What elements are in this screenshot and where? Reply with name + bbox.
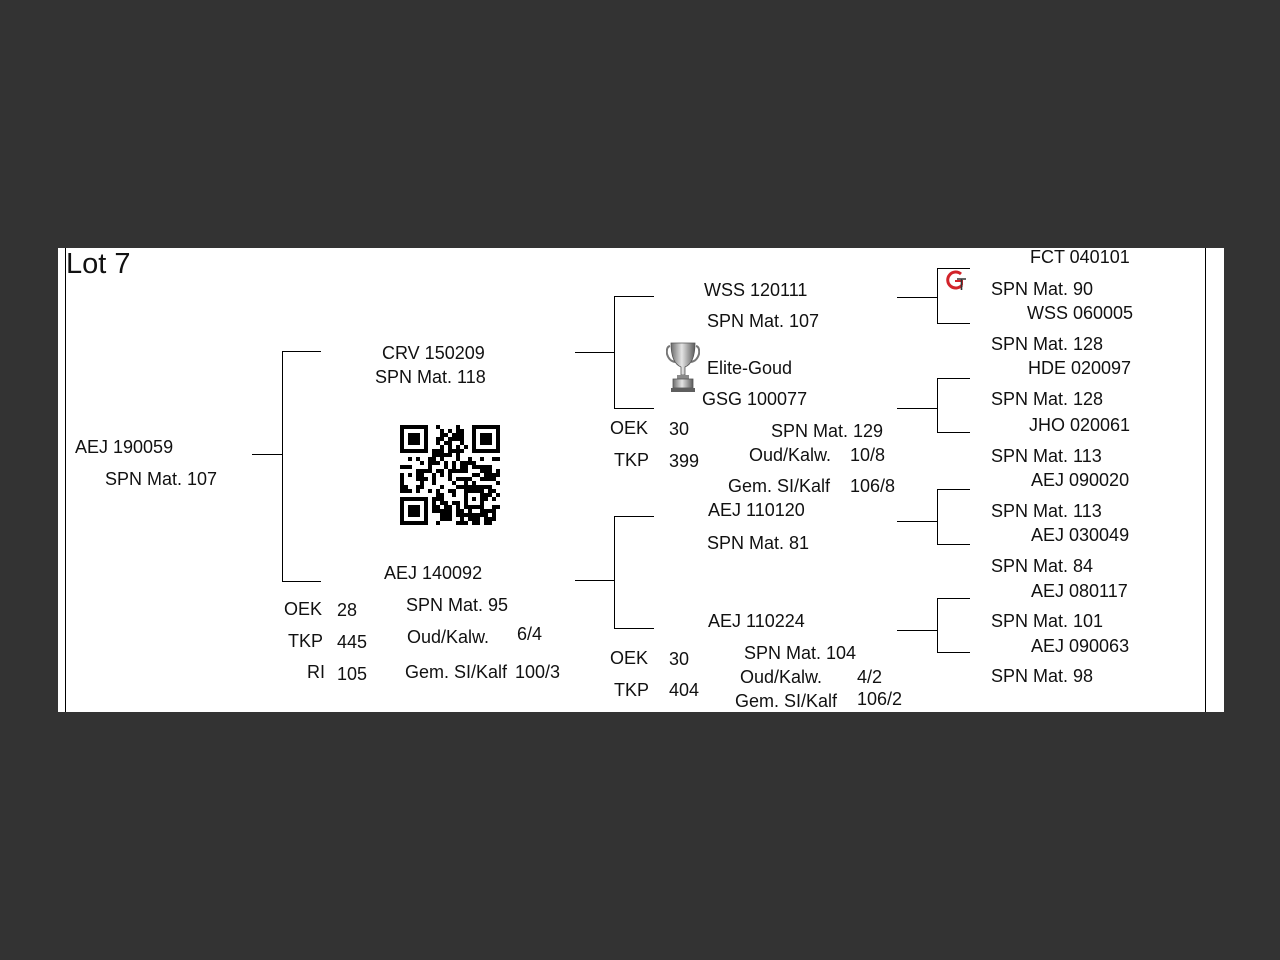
ggp-id: HDE 020097 bbox=[1028, 358, 1132, 378]
dam-ri-label: RI bbox=[307, 662, 325, 682]
ggp-spn: SPN Mat. 84 bbox=[991, 556, 1094, 576]
connector-line bbox=[897, 521, 938, 522]
ggp-spn: SPN Mat. 113 bbox=[991, 501, 1102, 521]
dam-spn: SPN Mat. 95 bbox=[406, 595, 509, 615]
connector-line bbox=[937, 489, 970, 490]
connector-line bbox=[897, 630, 938, 631]
connector-line bbox=[282, 351, 321, 352]
connector-line bbox=[897, 297, 938, 298]
connector-line bbox=[614, 296, 615, 408]
ggp-id: JHO 020061 bbox=[1029, 415, 1131, 435]
connector-line bbox=[937, 652, 970, 653]
sd-spn: SPN Mat. 129 bbox=[771, 421, 884, 441]
animal-spn: SPN Mat. 107 bbox=[105, 469, 218, 489]
connector-line bbox=[614, 296, 654, 297]
ggp-spn: SPN Mat. 128 bbox=[991, 334, 1104, 354]
dd-oud-value: 4/2 bbox=[857, 667, 883, 687]
lot-title: Lot 7 bbox=[66, 248, 131, 280]
sd-gem-label: Gem. SI/Kalf bbox=[728, 476, 831, 496]
dam-oud-value: 6/4 bbox=[517, 624, 543, 644]
dam-ri-value: 105 bbox=[337, 664, 368, 684]
dd-tkp-value: 404 bbox=[669, 680, 700, 700]
sheet-left-border bbox=[65, 248, 66, 712]
dd-spn: SPN Mat. 104 bbox=[744, 643, 857, 663]
dam-gem-value: 100/3 bbox=[515, 662, 561, 682]
connector-line bbox=[937, 268, 938, 324]
connector-line bbox=[614, 408, 654, 409]
connector-line bbox=[937, 323, 970, 324]
dd-gem-label: Gem. SI/Kalf bbox=[735, 691, 838, 711]
sd-id: GSG 100077 bbox=[702, 389, 808, 409]
dam-id: AEJ 140092 bbox=[384, 563, 483, 583]
dd-oud-label: Oud/Kalw. bbox=[740, 667, 823, 687]
connector-line bbox=[937, 598, 970, 599]
dd-oek-value: 30 bbox=[669, 649, 690, 669]
trophy-icon bbox=[666, 342, 700, 392]
ds-spn: SPN Mat. 81 bbox=[707, 533, 810, 553]
dam-tkp-value: 445 bbox=[337, 632, 368, 652]
sire-id: CRV 150209 bbox=[382, 343, 485, 363]
connector-line bbox=[614, 516, 654, 517]
connector-line bbox=[575, 580, 615, 581]
ggp-id: AEJ 080117 bbox=[1031, 581, 1128, 601]
sd-oek-label: OEK bbox=[610, 418, 649, 438]
animal-id: AEJ 190059 bbox=[75, 437, 174, 457]
sd-tkp-value: 399 bbox=[669, 451, 700, 471]
connector-line bbox=[937, 432, 970, 433]
dam-oek-label: OEK bbox=[284, 599, 323, 619]
sd-badge: Elite-Goud bbox=[707, 358, 793, 378]
ggp-id: AEJ 030049 bbox=[1031, 525, 1130, 545]
connector-line bbox=[937, 378, 970, 379]
connector-line bbox=[937, 544, 970, 545]
ds-id: AEJ 110120 bbox=[708, 500, 805, 520]
ggp-id: AEJ 090020 bbox=[1031, 470, 1130, 490]
ss-spn: SPN Mat. 107 bbox=[707, 311, 820, 331]
ggp-spn: SPN Mat. 113 bbox=[991, 446, 1102, 466]
sd-gem-value: 106/8 bbox=[850, 476, 896, 496]
sd-oud-label: Oud/Kalw. bbox=[749, 445, 832, 465]
dam-oud-label: Oud/Kalw. bbox=[407, 627, 490, 647]
connector-line bbox=[614, 516, 615, 628]
connector-line bbox=[937, 378, 938, 433]
sire-spn: SPN Mat. 118 bbox=[375, 367, 486, 387]
sd-oud-value: 10/8 bbox=[850, 445, 886, 465]
ggp-spn: SPN Mat. 101 bbox=[991, 611, 1104, 631]
ggp-spn: SPN Mat. 98 bbox=[991, 666, 1094, 686]
qr-code-icon bbox=[400, 425, 500, 525]
ggp-id: WSS 060005 bbox=[1027, 303, 1134, 323]
ggp-spn: SPN Mat. 90 bbox=[991, 279, 1094, 299]
connector-line bbox=[282, 581, 321, 582]
connector-line bbox=[614, 628, 654, 629]
connector-line bbox=[937, 489, 938, 545]
connector-line bbox=[937, 268, 970, 269]
dd-tkp-label: TKP bbox=[614, 680, 650, 700]
dd-id: AEJ 110224 bbox=[708, 611, 805, 631]
connector-line bbox=[282, 351, 283, 581]
sd-tkp-label: TKP bbox=[614, 450, 650, 470]
connector-line bbox=[575, 352, 615, 353]
connector-line bbox=[252, 454, 283, 455]
dd-gem-value: 106/2 bbox=[857, 689, 903, 709]
gt-logo-icon bbox=[946, 270, 966, 290]
dam-oek-value: 28 bbox=[337, 600, 358, 620]
dam-gem-label: Gem. SI/Kalf bbox=[405, 662, 508, 682]
dd-oek-label: OEK bbox=[610, 648, 649, 668]
sd-oek-value: 30 bbox=[669, 419, 690, 439]
sheet-right-border bbox=[1205, 248, 1206, 712]
connector-line bbox=[937, 598, 938, 653]
pedigree-sheet: Lot 7 AEJ 190059 SPN Mat. 107 CRV 150209… bbox=[58, 248, 1224, 712]
connector-line bbox=[897, 408, 938, 409]
ggp-id: AEJ 090063 bbox=[1031, 636, 1130, 656]
ggp-spn: SPN Mat. 128 bbox=[991, 389, 1104, 409]
ggp-id: FCT 040101 bbox=[1030, 248, 1130, 267]
dam-tkp-label: TKP bbox=[288, 631, 324, 651]
ss-id: WSS 120111 bbox=[704, 280, 808, 300]
